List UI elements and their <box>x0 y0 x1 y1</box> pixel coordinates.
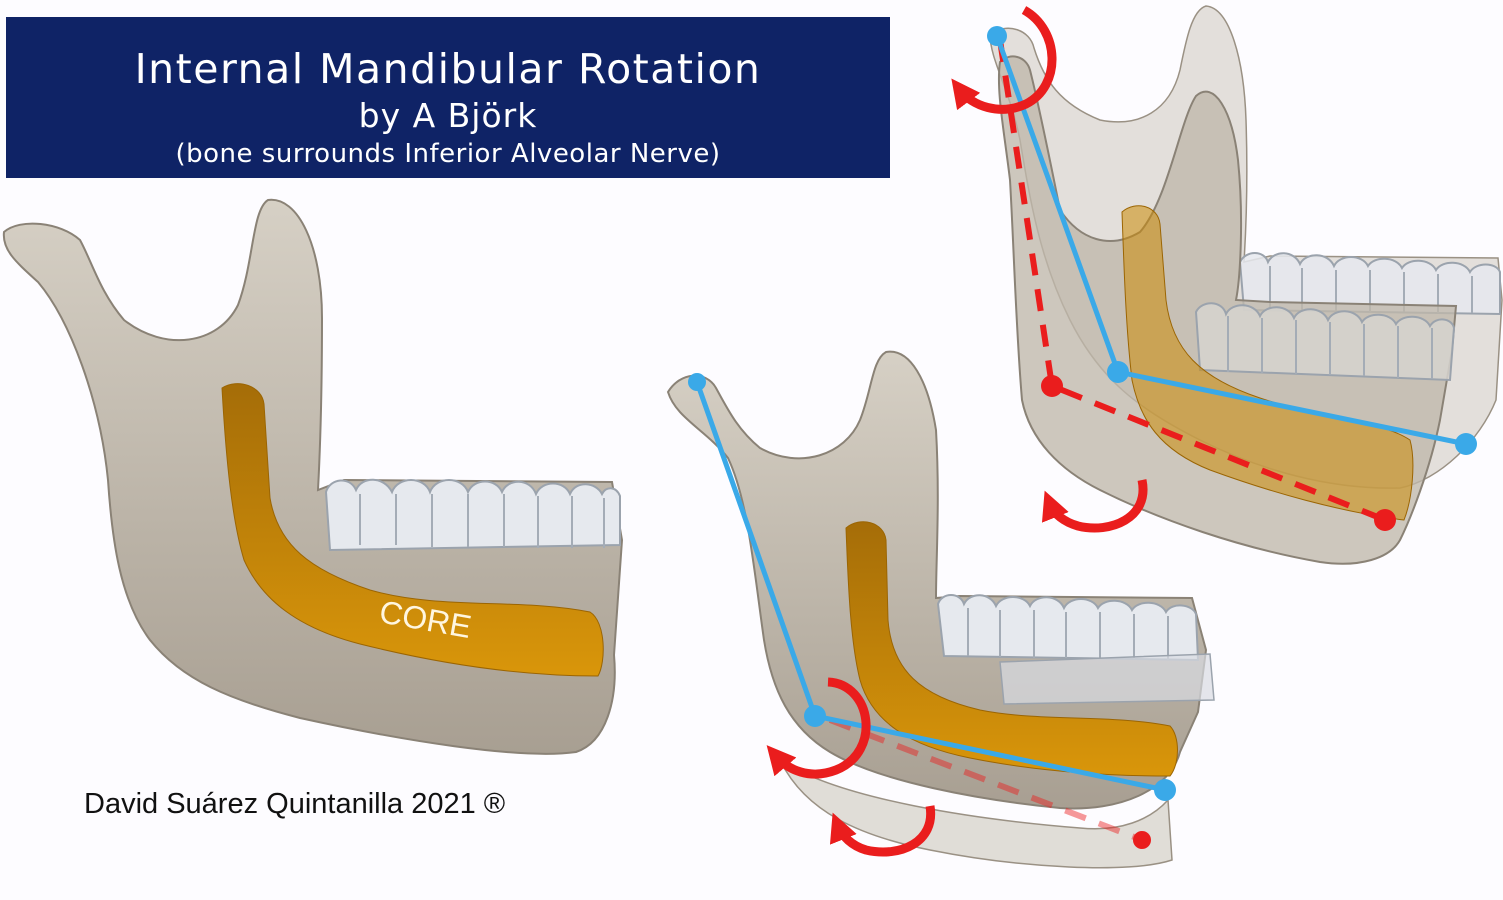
blue-point-right-condylion <box>987 26 1007 46</box>
title-author: by A Björk <box>358 96 538 135</box>
blue-point-middle-condylion <box>688 373 706 391</box>
red-point-right-gonion <box>1041 375 1063 397</box>
title-main: Internal Mandibular Rotation <box>134 45 762 93</box>
blue-point-middle-gonion <box>804 705 826 727</box>
mandible-middle-bone-ghost <box>778 757 1173 869</box>
red-point-middle-menton <box>1133 831 1151 849</box>
blue-point-right-gonion <box>1107 361 1129 383</box>
core-band-middle <box>845 521 1178 777</box>
mandible-left: CORE <box>2 198 624 755</box>
red-point-right-menton <box>1374 509 1396 531</box>
rotation-arrow-middle-gonion <box>766 677 871 779</box>
blue-point-middle-menton <box>1154 779 1176 801</box>
author-credit: David Suárez Quintanilla 2021 ® <box>84 788 506 820</box>
blue-point-right-menton <box>1455 433 1477 455</box>
red-dashed-line-right <box>997 39 1387 523</box>
rotation-arrow-right-lower <box>1041 479 1148 533</box>
core-band-left <box>221 383 604 677</box>
teeth-right-lower <box>1194 302 1456 382</box>
title-banner: Internal Mandibular Rotation by A Björk … <box>6 17 890 178</box>
teeth-middle <box>936 594 1215 705</box>
mandible-middle <box>666 350 1215 869</box>
rotation-arrow-middle-lower <box>829 805 936 857</box>
teeth-right-upper <box>1238 252 1501 316</box>
mandible-right <box>951 5 1503 565</box>
rotation-arrow-right-condyle <box>951 6 1057 114</box>
core-band-right <box>1121 205 1414 521</box>
title-subtitle: (bone surrounds Inferior Alveolar Nerve) <box>175 139 721 169</box>
teeth-left <box>324 478 621 552</box>
red-dashed-line-middle <box>828 717 1144 843</box>
